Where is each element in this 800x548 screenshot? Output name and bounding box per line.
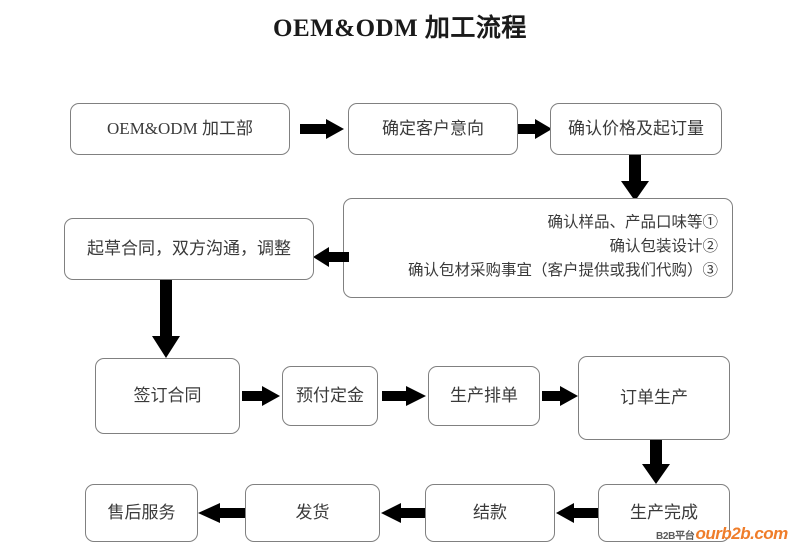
watermark-domain: ourb2b.com	[695, 524, 789, 543]
arrow-done-to-settlement	[556, 503, 598, 523]
arrow-dept-to-intent	[300, 119, 344, 139]
arrow-sign-to-deposit	[242, 386, 280, 406]
node-draft-contract: 起草合同，双方沟通，调整	[64, 218, 314, 280]
arrow-details-to-draft-contract	[313, 247, 349, 267]
node-sign-contract: 签订合同	[95, 358, 240, 434]
arrow-deposit-to-schedule	[382, 386, 426, 406]
node-oem-odm-department: OEM&ODM 加工部	[70, 103, 290, 155]
arrow-order-production-to-done	[642, 440, 670, 484]
node-confirmation-details: 确认样品、产品口味等① 确认包装设计② 确认包材采购事宜（客户提供或我们代购）③	[343, 198, 733, 298]
page-title: OEM&ODM 加工流程	[273, 15, 527, 42]
details-line-3: 确认包材采购事宜（客户提供或我们代购）③	[407, 262, 718, 280]
node-shipping: 发货	[245, 484, 380, 542]
details-line-2: 确认包装设计②	[609, 238, 718, 256]
arrow-draft-to-sign	[152, 280, 180, 358]
arrow-price-to-details	[621, 155, 649, 201]
node-deposit: 预付定金	[282, 366, 378, 426]
node-after-sales: 售后服务	[85, 484, 198, 542]
arrow-intent-to-price	[518, 119, 552, 139]
node-confirm-price-moq: 确认价格及起订量	[550, 103, 722, 155]
watermark-prefix: B2B平台	[656, 531, 695, 542]
arrow-shipping-to-after-sales	[198, 503, 245, 523]
node-production-schedule: 生产排单	[428, 366, 540, 426]
node-production-done: 生产完成	[598, 484, 730, 542]
node-order-production: 订单生产	[578, 356, 730, 440]
details-line-1: 确认样品、产品口味等①	[547, 214, 718, 231]
watermark: B2B平台 ourb2b.com	[656, 524, 788, 544]
arrow-schedule-to-order-production	[542, 386, 578, 406]
node-settlement: 结款	[425, 484, 555, 542]
arrow-settlement-to-shipping	[381, 503, 425, 523]
node-confirm-customer-intent: 确定客户意向	[348, 103, 518, 155]
